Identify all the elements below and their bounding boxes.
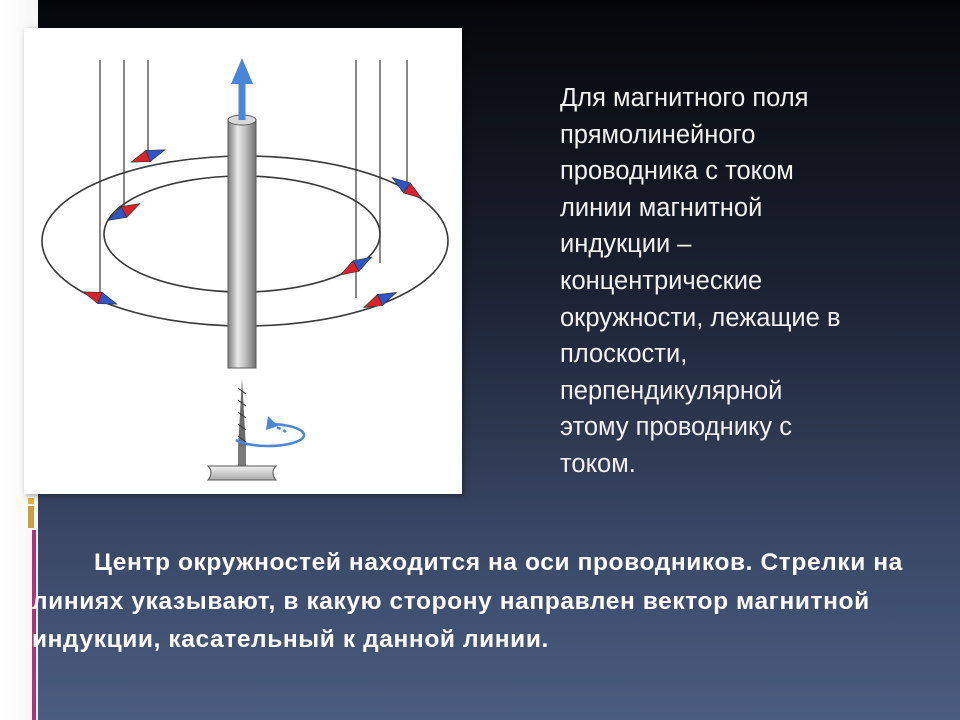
magnetic-field-figure: [24, 28, 462, 494]
magnetic-needle-icon: [82, 291, 118, 305]
magnetic-needle-icon: [391, 177, 423, 199]
magnetic-needle-icon: [130, 149, 166, 163]
explanation-text: Для магнитного поля прямолинейного прово…: [560, 84, 841, 478]
magnetic-needle-icon: [362, 291, 398, 309]
strip-accent: [32, 530, 36, 720]
gimlet-icon: [206, 378, 278, 481]
conductor-rod: [227, 119, 257, 369]
magnetic-needle-icon: [107, 203, 141, 221]
strip-accent: [28, 506, 34, 528]
rotation-arrow-icon: [235, 416, 306, 448]
conclusion-text: Центр окружностей находится на оси прово…: [32, 549, 903, 653]
strip-accent: [28, 498, 34, 504]
conductor: [227, 114, 257, 369]
magnetic-needles: [82, 149, 423, 309]
current-arrow-icon: [231, 58, 253, 120]
magnetic-needle-icon: [339, 256, 373, 276]
field-diagram: [41, 58, 449, 481]
